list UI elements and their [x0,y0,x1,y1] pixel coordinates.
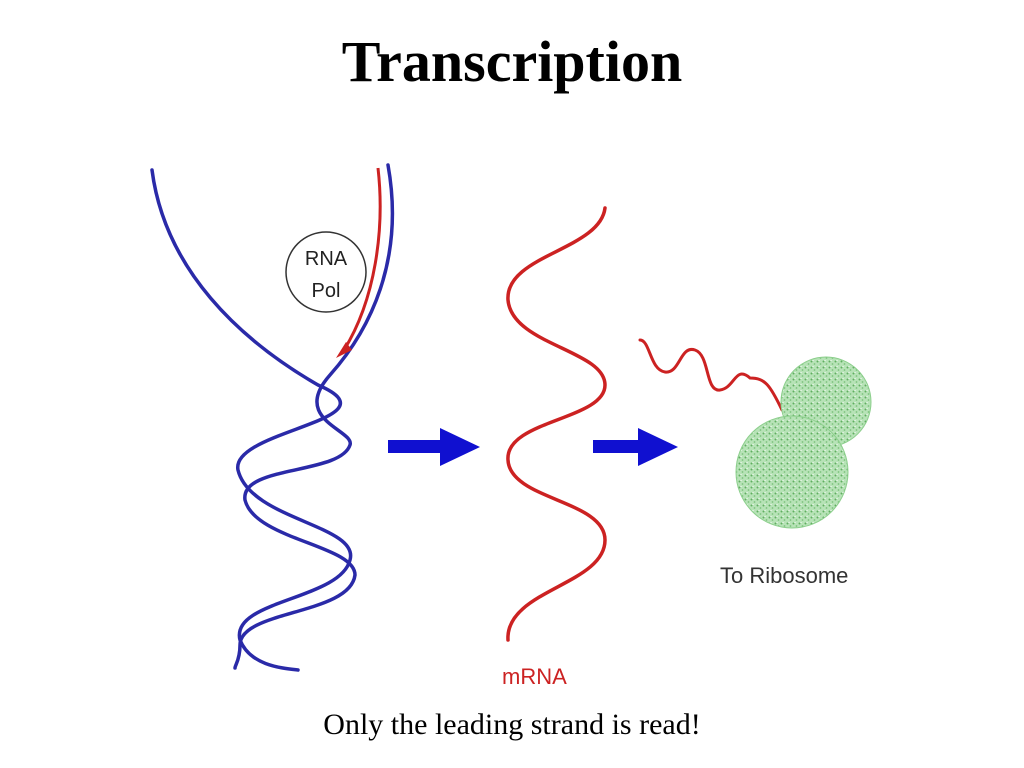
mrna-label: mRNA [502,664,567,689]
slide-title: Transcription [341,29,683,94]
ribosome [735,356,872,529]
mrna-fragment [638,338,784,412]
flow-arrow-icon [388,428,480,466]
ribosome-small-subunit [735,415,849,529]
rna-pol-label-line2: Pol [312,280,341,302]
rna-polymerase: RNA Pol [285,231,367,313]
transcription-direction-arrow [336,167,382,358]
rna-pol-label-line1: RNA [305,248,348,270]
dna-strand-outer [150,168,353,672]
ribosome-label: To Ribosome [720,563,848,588]
dna-double-helix [150,163,395,672]
dna-strand-inner [233,163,395,670]
slide-caption: Only the leading strand is read! [323,708,701,741]
rna-pol-circle [285,231,367,313]
mrna-strand [506,206,607,642]
flow-arrow-icon [593,428,678,466]
